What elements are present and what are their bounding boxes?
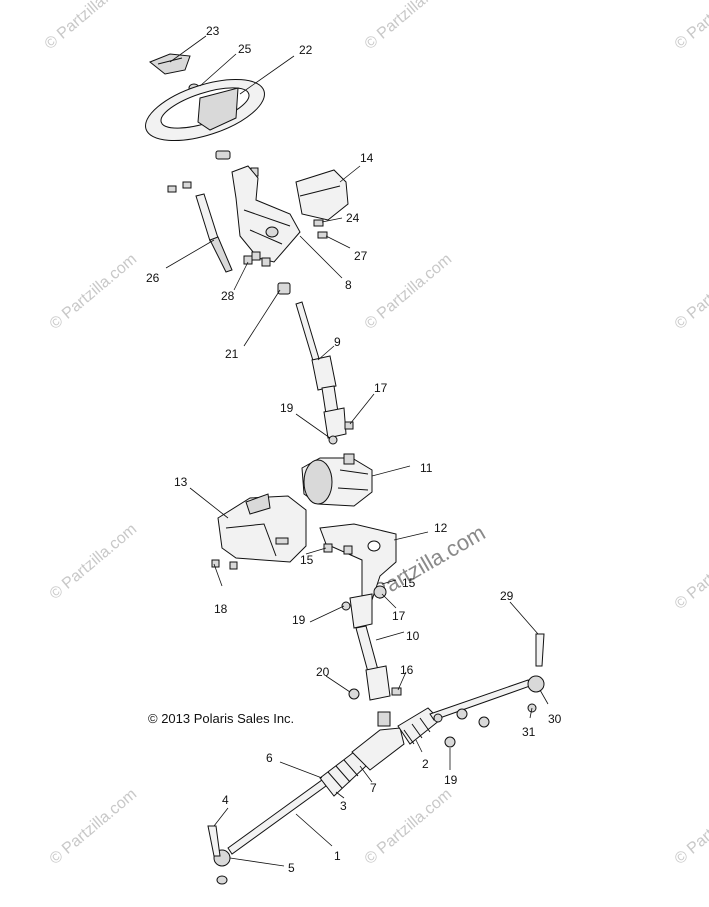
part-28-bolt (243, 255, 253, 265)
callout-25: 25 (238, 42, 252, 56)
callout-15: 15 (402, 576, 416, 590)
callout-19: 19 (292, 613, 306, 627)
callout-22: 22 (299, 43, 313, 57)
callout-19: 19 (444, 773, 458, 787)
callout-6: 6 (266, 751, 273, 765)
callout-30: 30 (548, 712, 562, 726)
part-22-steering-wheel (145, 78, 265, 142)
part-11-eps-unit (301, 453, 373, 507)
part-tie-rod-end-right (527, 675, 545, 693)
watermark: © Partzilla.com (672, 0, 709, 53)
part-bolt-small (167, 185, 177, 193)
part-nut (456, 708, 468, 720)
watermark: © Partzilla.com (47, 786, 141, 868)
part-20-nut (348, 688, 360, 700)
part-13-shroud (217, 493, 307, 563)
callout-18: 18 (214, 602, 228, 616)
part-10-lower-shaft (349, 593, 391, 701)
callout-15: 15 (300, 553, 314, 567)
part-bolt-small (182, 181, 192, 189)
callout-19: 19 (280, 401, 294, 415)
watermark: © Partzilla.com (47, 251, 141, 333)
part-nut (478, 716, 490, 728)
callout-27: 27 (354, 249, 368, 263)
part-8-bracket (231, 165, 301, 267)
copyright-notice: © 2013 Polaris Sales Inc. (148, 711, 294, 726)
part-18-screw (211, 559, 220, 568)
part-16-bolt (391, 687, 402, 696)
part-29-bolt (535, 633, 545, 667)
callout-21: 21 (225, 347, 239, 361)
callout-24: 24 (346, 211, 360, 225)
part-tie-rod-right (429, 679, 531, 721)
callouts: 23 25 22 14 24 27 8 26 28 21 9 17 19 11 … (146, 24, 562, 875)
part-18-screw (229, 561, 238, 570)
part-19-nut (341, 601, 351, 611)
part-nut (433, 713, 443, 723)
callout-4: 4 (222, 793, 229, 807)
part-19-nut (444, 736, 456, 748)
callout-23: 23 (206, 24, 220, 38)
watermark: © Partzilla.com (362, 251, 456, 333)
watermark: © Partzilla.com (47, 521, 141, 603)
part-14-cover (295, 169, 349, 221)
callout-17: 17 (374, 381, 388, 395)
part-26-strut (195, 193, 233, 273)
callout-14: 14 (360, 151, 374, 165)
watermark: © Partzilla.com (362, 0, 456, 53)
callout-12: 12 (434, 521, 448, 535)
part-12-bracket (319, 523, 397, 601)
part-7-rack-body (351, 711, 405, 771)
part-17-bolt (344, 421, 354, 430)
part-wheel-bushing (215, 150, 231, 160)
leader-lines (165, 35, 549, 867)
callout-5: 5 (288, 861, 295, 875)
watermark: © Partzilla.com (362, 786, 456, 868)
part-4-bolt (207, 825, 221, 857)
part-1-tie-rod-left (227, 779, 327, 855)
part-24-screw (313, 219, 324, 227)
watermark: © Partzilla.com (672, 786, 709, 868)
callout-8: 8 (345, 278, 352, 292)
part-19-nut (328, 435, 338, 445)
callout-20: 20 (316, 665, 330, 679)
callout-17: 17 (392, 609, 406, 623)
callout-26: 26 (146, 271, 160, 285)
callout-28: 28 (221, 289, 235, 303)
callout-13: 13 (174, 475, 188, 489)
callout-7: 7 (370, 781, 377, 795)
callout-16: 16 (400, 663, 414, 677)
callout-1: 1 (334, 849, 341, 863)
part-5-nut (216, 875, 228, 885)
callout-10: 10 (406, 629, 420, 643)
part-21-bushing (277, 282, 291, 295)
callout-3: 3 (340, 799, 347, 813)
callout-2: 2 (422, 757, 429, 771)
watermark: © Partzilla.com (672, 251, 709, 333)
watermark: © Partzilla.com (42, 0, 136, 53)
part-27-screw (317, 231, 328, 239)
callout-29: 29 (500, 589, 514, 603)
part-9-upper-shaft (295, 301, 347, 439)
callout-11: 11 (420, 461, 433, 475)
callout-9: 9 (334, 335, 341, 349)
watermark: © Partzilla.com (672, 531, 709, 613)
part-23-cap (149, 53, 191, 75)
callout-31: 31 (522, 725, 536, 739)
